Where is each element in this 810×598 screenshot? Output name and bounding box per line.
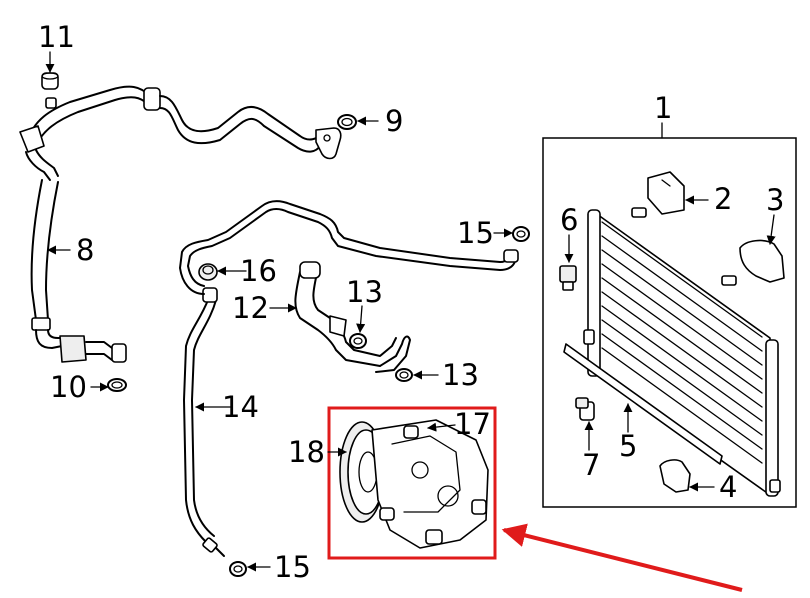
label-part-14: 14: [222, 390, 259, 424]
label-part-5: 5: [619, 429, 637, 463]
label-part-2: 2: [714, 182, 732, 216]
part-11-cap: [41, 72, 59, 90]
label-part-1: 1: [654, 91, 672, 125]
compressor: [339, 419, 489, 549]
label-part-15-lower: 15: [274, 550, 311, 584]
part-16-grommet: [198, 263, 218, 281]
highlight-pointer-arrow: [501, 523, 743, 592]
part-4-clip: [659, 459, 691, 493]
part-15-oring-lower: [229, 561, 247, 577]
label-part-17: 17: [454, 407, 491, 441]
label-part-9: 9: [385, 104, 403, 138]
label-part-10: 10: [50, 370, 87, 404]
condenser-assembly-box: [542, 137, 797, 508]
label-part-8: 8: [76, 233, 94, 267]
leader-lines: [45, 51, 776, 572]
pipe-coupling: [143, 87, 161, 111]
label-part-16: 16: [240, 254, 277, 288]
label-part-13-upper: 13: [346, 275, 383, 309]
discharge-hose: [19, 85, 342, 363]
part-3-bracket: [721, 239, 785, 286]
compressor-highlight-box: [327, 406, 497, 560]
label-part-7: 7: [582, 448, 600, 482]
part-6-sensor: [559, 265, 577, 291]
label-part-12: 12: [232, 291, 269, 325]
part-10-oring: [107, 378, 127, 392]
label-part-6: 6: [560, 203, 578, 237]
label-part-15-upper: 15: [457, 216, 494, 250]
pipe-flange: [315, 127, 342, 160]
label-part-11: 11: [38, 20, 75, 54]
part-9-oring: [337, 114, 357, 130]
label-part-4: 4: [719, 470, 737, 504]
condenser: [583, 209, 781, 497]
part-13-oring-upper: [349, 333, 367, 349]
part-7-cap: [575, 397, 595, 421]
part-2-bracket: [631, 171, 685, 218]
liquid-line: [179, 200, 519, 557]
label-part-3: 3: [766, 183, 784, 217]
part-13-oring-lower: [395, 368, 413, 382]
label-part-13-lower: 13: [442, 358, 479, 392]
part-15-oring-upper: [512, 226, 530, 242]
label-part-18: 18: [288, 435, 325, 469]
part-5-strip: [563, 343, 723, 465]
